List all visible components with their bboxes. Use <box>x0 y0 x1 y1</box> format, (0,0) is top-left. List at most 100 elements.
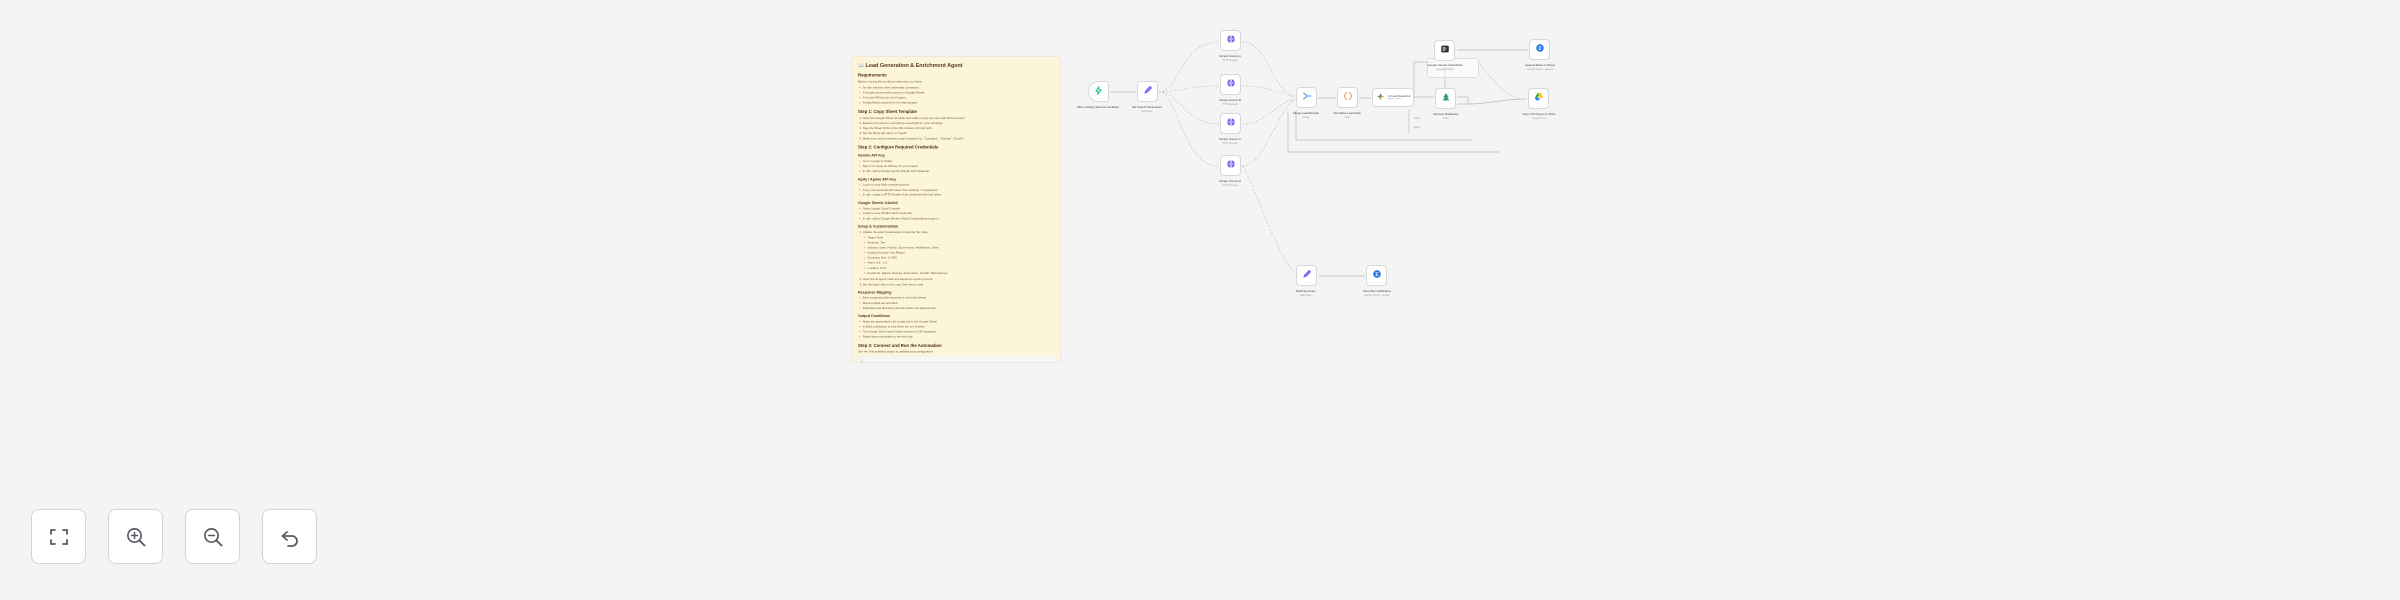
heading-apify: Apify / Apollo API Key <box>858 177 897 182</box>
list-item: industry: Saas, Fintech, Ecommerce, Heal… <box>867 245 1056 250</box>
node-scrape-d[interactable] <box>1220 155 1241 176</box>
list-sheets-oauth: Open Google Cloud Console Create a new O… <box>858 206 1057 221</box>
list-item: Log in to your Apify console account <box>863 182 1057 187</box>
list-gemini: Go to Google AI Studio Sign in & create … <box>858 159 1057 174</box>
list-item: Sign in & create an API key for your pro… <box>863 164 1057 169</box>
list-requirements: An n8n instance with credentials connect… <box>858 85 1057 105</box>
heading-step1: Step 1: Copy Sheet Template <box>858 109 917 115</box>
node-label-scrape-b: Scrape Source B HTTP Request <box>1219 98 1241 106</box>
list-item: Set the batch size in the Loop Over Item… <box>863 282 1057 287</box>
list-item: Company Size: 11-200 <box>867 255 1056 260</box>
google-drive-icon <box>1534 92 1544 105</box>
list-item: Target: Role <box>867 235 1056 240</box>
node-chat-model[interactable] <box>1434 40 1455 61</box>
list-item: Intent: 0.5 - 1.0 <box>867 260 1056 265</box>
list-item: Location: Time <box>867 266 1056 271</box>
node-label-scrape-d: Scrape Source D HTTP Request <box>1218 179 1242 187</box>
code-braces-icon <box>1343 91 1353 104</box>
book-icon: 📖 <box>858 62 864 68</box>
list-item: Rename the sheet to something meaningful… <box>863 121 1057 126</box>
gemini-sparkle-icon <box>1376 92 1385 104</box>
heading-gemini: Gemini API Key <box>858 153 886 158</box>
undo-arrow-icon <box>281 530 298 547</box>
list-item: A Apify/Apollo account for the lead scra… <box>863 100 1057 105</box>
globe-http-icon <box>1226 159 1236 172</box>
node-build-summary[interactable] <box>1296 265 1317 286</box>
node-normalise[interactable] <box>1337 87 1358 108</box>
reset-zoom-button[interactable] <box>262 509 317 564</box>
lightning-trigger-icon <box>1094 85 1103 98</box>
node-trigger[interactable] <box>1088 81 1109 102</box>
node-scrape-b[interactable] <box>1220 74 1241 95</box>
fit-view-button[interactable] <box>31 509 86 564</box>
list-item: Go to Google AI Studio <box>863 159 1057 164</box>
list-step1: Open the Google Sheet template and make … <box>858 116 1057 141</box>
google-sheets-icon <box>1372 269 1382 282</box>
heading-mapping: Response Mapping <box>858 290 892 295</box>
list-item: The Google Drive export folder receives … <box>863 329 1057 334</box>
node-label-ai-agent: AI Lead Researcher Agent · Tools <box>1388 94 1412 100</box>
list-item: Each scraped profile becomes a row in th… <box>863 296 1057 301</box>
tree-filter-icon <box>1441 92 1451 105</box>
node-ai-agent[interactable]: AI Lead Researcher Agent · Tools <box>1372 88 1414 107</box>
node-label-trigger: When clicking 'Execute workflow' <box>1076 105 1120 109</box>
sticky-note-document[interactable]: 📖 Lead Generation & Enrichment Agent Req… <box>852 57 1060 362</box>
chat-model-group <box>1427 58 1479 78</box>
node-label-send-notification: Send Run Notification Google Sheets · up… <box>1363 289 1391 297</box>
zoom-in-button[interactable] <box>108 509 163 564</box>
list-item: In n8n, add a Google Sheets OAuth2 crede… <box>863 216 1057 221</box>
node-scrape-a[interactable] <box>1220 30 1241 51</box>
list-item: In n8n, create a HTTP Header Auth creden… <box>863 193 1057 198</box>
list-item: A Google account with access to Google S… <box>863 90 1057 95</box>
list-item: Keywords: Nature, Devops, Automation, Gr… <box>867 271 1056 276</box>
heading-sheets-oauth: Google Sheets OAuth2 <box>858 200 898 205</box>
canvas-zoom-toolbar <box>31 509 317 564</box>
zoom-out-button[interactable] <box>185 509 240 564</box>
port-label-merge-in: ◦ <box>1283 90 1284 93</box>
list-item: Missing fields are left blank <box>863 301 1057 306</box>
list-item: location/Country: Any Region <box>867 250 1056 255</box>
brain-model-icon <box>1440 44 1450 57</box>
node-remove-duplicates[interactable] <box>1435 88 1456 109</box>
list-item: Open the Google Sheet template and make … <box>863 116 1057 121</box>
list-item: In n8n, add a Google Gemini (PaLM) API c… <box>863 169 1057 174</box>
node-label-scrape-c: Scrape Source C HTTP Request <box>1218 137 1242 145</box>
list-item: Open Google Cloud Console <box>863 206 1057 211</box>
list-item: An n8n instance with credentials connect… <box>863 85 1057 90</box>
node-merge[interactable] <box>1296 87 1317 108</box>
pencil-edit-icon <box>1302 269 1312 282</box>
list-item: Create a new OAuth2 client credential <box>863 211 1057 216</box>
node-label-build-summary: Build Summary Edit Fields <box>1296 289 1316 297</box>
list-item: Rows are appended to the Leads tab in th… <box>863 319 1057 324</box>
node-label-drive-export: Save CSV Export to Drive Google Drive <box>1522 112 1556 120</box>
list-apify: Log in to your Apify console account Cop… <box>858 182 1057 197</box>
node-set-fields[interactable] <box>1137 81 1158 102</box>
list-item: Update the search parameters inside the … <box>863 230 1057 235</box>
paragraph-step3: Use the Test workflow button to validate… <box>858 350 934 354</box>
globe-http-icon <box>1226 34 1236 47</box>
code-block: { "query": "site:linkedin.com/in {{ $jso… <box>858 356 1057 362</box>
heading-setup: Setup & Customisation <box>858 224 899 229</box>
node-label-merge: Merge Lead Results Merge <box>1293 111 1319 119</box>
port-label-loop: Loop <box>1414 117 1420 120</box>
google-sheets-icon <box>1535 43 1545 56</box>
node-label-sheets-append: Append Rows to Sheet Google Sheets · app… <box>1525 63 1555 71</box>
heading-output: Output Conditions <box>858 313 891 318</box>
node-label-normalise: Normalise Lead Data Code <box>1333 111 1361 119</box>
node-label-scrape-a: Scrape Source A HTTP Request <box>1219 54 1241 62</box>
list-setup-params: Target: Role Seniority: Tier industry: S… <box>863 235 1057 275</box>
list-item: Note the Sheet ID from the URL between /… <box>863 126 1057 131</box>
node-drive-export[interactable] <box>1528 88 1549 109</box>
node-sheets-append[interactable] <box>1529 39 1550 60</box>
list-item: Make sure column headers match exactly (… <box>863 136 1057 141</box>
merge-arrow-icon <box>1302 91 1312 104</box>
node-scrape-c[interactable] <box>1220 113 1241 134</box>
node-send-notification[interactable] <box>1366 265 1387 286</box>
list-item: Copy your personal API token from Settin… <box>863 187 1057 192</box>
list-item: Seniority: Tier <box>867 240 1056 245</box>
list-item: Duplicates are filtered by domain before… <box>863 306 1057 311</box>
list-item: Failed items are written to the error lo… <box>863 334 1057 339</box>
port-label-done: Done <box>1414 126 1420 129</box>
